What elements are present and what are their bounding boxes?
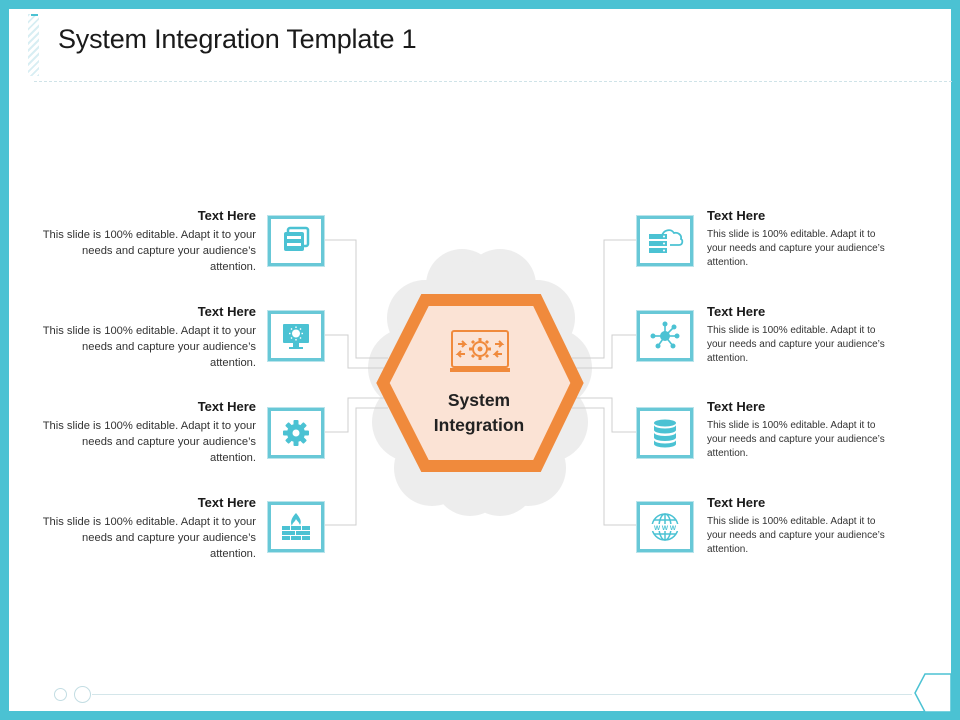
connector-lines [324, 239, 636, 526]
icon-box-right-1 [637, 216, 693, 266]
item-heading: Text Here [197, 495, 256, 510]
gear-icon [283, 420, 309, 446]
item-right-1: Text Here This slide is 100% editable. A… [707, 208, 897, 270]
connector-1 [324, 239, 388, 359]
connector-4 [324, 407, 388, 526]
icon-box-left-4 [268, 502, 324, 552]
connector-3 [324, 397, 384, 433]
item-body: This slide is 100% editable. Adapt it to… [42, 229, 256, 273]
item-heading: Text Here [197, 399, 256, 414]
title-accent-stripe [28, 14, 39, 76]
connector-5 [572, 239, 636, 359]
database-icon [654, 419, 676, 448]
item-right-4: Text Here This slide is 100% editable. A… [707, 495, 897, 557]
icon-box-left-3 [268, 408, 324, 458]
item-body: This slide is 100% editable. Adapt it to… [707, 516, 885, 555]
item-left-3: Text Here This slide is 100% editable. A… [41, 399, 256, 466]
item-heading: Text Here [197, 304, 256, 319]
center-hexagon [376, 294, 584, 472]
footer-hexagon [914, 673, 952, 713]
footer-dot-small [54, 688, 67, 701]
browser-windows-icon [284, 226, 310, 251]
icon-box-left-1 [268, 216, 324, 266]
connector-8 [572, 407, 636, 526]
item-body: This slide is 100% editable. Adapt it to… [707, 229, 885, 268]
item-heading: Text Here [707, 304, 766, 319]
item-body: This slide is 100% editable. Adapt it to… [42, 325, 256, 369]
item-left-2: Text Here This slide is 100% editable. A… [41, 304, 256, 371]
icon-box-right-4: W W W [637, 502, 693, 552]
network-hub-icon [650, 321, 680, 349]
cloud-server-icon [649, 229, 684, 253]
title-divider [34, 81, 952, 82]
center-title: System Integration [400, 388, 558, 438]
center-title-line1: System [447, 390, 511, 410]
item-right-3: Text Here This slide is 100% editable. A… [707, 399, 897, 461]
firewall-icon [282, 513, 310, 540]
svg-text:W W W: W W W [654, 525, 677, 532]
globe-www-icon: W W W [651, 513, 679, 541]
item-body: This slide is 100% editable. Adapt it to… [42, 420, 256, 464]
connector-6 [576, 334, 636, 369]
item-body: This slide is 100% editable. Adapt it to… [707, 420, 885, 459]
monitor-sun-icon [283, 324, 309, 349]
center-title-line2: Integration [433, 415, 525, 435]
monitor-gear-icon [450, 330, 510, 372]
item-heading: Text Here [197, 208, 256, 223]
item-left-1: Text Here This slide is 100% editable. A… [41, 208, 256, 275]
item-body: This slide is 100% editable. Adapt it to… [707, 325, 885, 364]
item-heading: Text Here [707, 208, 766, 223]
item-right-2: Text Here This slide is 100% editable. A… [707, 304, 897, 366]
item-heading: Text Here [707, 399, 766, 414]
item-left-4: Text Here This slide is 100% editable. A… [41, 495, 256, 562]
connector-2 [324, 334, 384, 369]
icon-box-left-2 [268, 311, 324, 361]
icon-box-right-3 [637, 408, 693, 458]
title-accent-dash [31, 14, 38, 16]
item-body: This slide is 100% editable. Adapt it to… [42, 516, 256, 560]
footer-divider [92, 694, 912, 695]
slide-title: System Integration Template 1 [58, 24, 417, 54]
icon-box-right-2 [637, 311, 693, 361]
footer-dot-large [74, 686, 91, 703]
connector-7 [576, 397, 636, 433]
item-heading: Text Here [707, 495, 766, 510]
